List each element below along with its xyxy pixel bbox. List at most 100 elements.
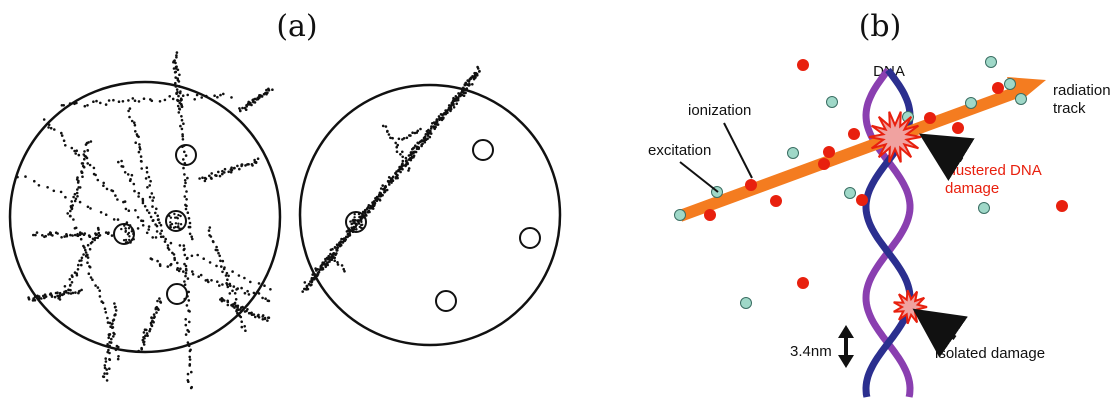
track-dot bbox=[415, 146, 419, 149]
track-dot bbox=[150, 99, 154, 103]
track-dot bbox=[310, 276, 314, 280]
track-dot bbox=[314, 267, 317, 270]
track-dot bbox=[234, 298, 238, 301]
track-dot bbox=[76, 234, 80, 238]
track-dot bbox=[184, 264, 188, 268]
track-dot bbox=[104, 360, 108, 363]
track-dot bbox=[349, 229, 353, 232]
track-dot bbox=[53, 295, 57, 299]
track-dot bbox=[354, 219, 357, 222]
track-dot bbox=[249, 280, 252, 284]
ionization-event bbox=[770, 195, 782, 207]
track-dot bbox=[188, 310, 191, 313]
track-dot bbox=[401, 150, 404, 154]
track-dot bbox=[70, 281, 74, 284]
track-dot bbox=[151, 236, 154, 239]
track-dot bbox=[183, 262, 186, 266]
track-dot bbox=[96, 178, 100, 182]
track-dot bbox=[424, 133, 428, 136]
track-dot bbox=[351, 222, 354, 225]
track-dot bbox=[76, 195, 79, 198]
track-dot bbox=[177, 94, 180, 98]
track-dot bbox=[184, 323, 188, 327]
track-dot bbox=[243, 276, 246, 280]
track-dot bbox=[230, 166, 233, 169]
track-dot bbox=[243, 291, 247, 295]
track-dot bbox=[124, 230, 127, 233]
track-dot bbox=[121, 165, 125, 168]
track-dot bbox=[108, 367, 111, 371]
track-dot bbox=[67, 291, 70, 295]
track-dot bbox=[395, 173, 399, 177]
track-dot bbox=[86, 243, 90, 247]
track-dot bbox=[128, 115, 131, 119]
track-dot bbox=[181, 133, 184, 136]
track-dot bbox=[177, 111, 181, 114]
track-dot bbox=[80, 288, 83, 292]
track-dot bbox=[257, 292, 261, 295]
track-dot bbox=[324, 259, 327, 263]
track-dot bbox=[150, 323, 153, 327]
track-dot bbox=[387, 176, 391, 179]
track-dot bbox=[60, 131, 63, 135]
track-dot bbox=[423, 140, 427, 144]
track-dot bbox=[148, 195, 152, 199]
track-dot bbox=[364, 210, 367, 214]
track-dot bbox=[442, 116, 445, 120]
track-dot bbox=[102, 184, 105, 187]
track-dot bbox=[238, 167, 241, 171]
excitation-pointer bbox=[679, 161, 719, 193]
track-dot bbox=[181, 145, 184, 148]
track-dot bbox=[184, 318, 187, 321]
track-dot bbox=[311, 273, 315, 276]
track-dot bbox=[147, 211, 151, 215]
track-dot bbox=[179, 267, 182, 271]
track-dot bbox=[111, 326, 114, 330]
track-dot bbox=[128, 224, 132, 227]
track-dot bbox=[183, 163, 187, 166]
track-dot bbox=[158, 221, 161, 225]
track-dot bbox=[169, 225, 172, 228]
track-dot bbox=[117, 160, 120, 164]
track-dot bbox=[188, 232, 192, 236]
track-dot bbox=[132, 232, 135, 236]
track-dot bbox=[174, 85, 178, 88]
track-dot bbox=[473, 71, 476, 75]
track-dot bbox=[168, 95, 171, 98]
track-dot bbox=[347, 229, 350, 232]
track-dot bbox=[67, 288, 70, 292]
track-dot bbox=[80, 171, 84, 174]
track-dot bbox=[444, 109, 447, 112]
track-dot bbox=[316, 268, 320, 271]
excitation-label: excitation bbox=[648, 142, 711, 159]
track-dot bbox=[387, 133, 391, 136]
track-dot bbox=[77, 263, 80, 267]
track-dot bbox=[152, 316, 156, 320]
track-dot bbox=[24, 175, 27, 178]
track-dot bbox=[50, 295, 54, 298]
track-dot bbox=[426, 134, 430, 137]
track-dot bbox=[449, 106, 453, 109]
track-dot bbox=[158, 297, 161, 300]
track-dot bbox=[235, 288, 238, 291]
track-dot bbox=[388, 183, 391, 186]
track-dot bbox=[174, 216, 177, 219]
track-dot bbox=[157, 308, 160, 312]
track-dot bbox=[142, 343, 146, 346]
track-dot bbox=[238, 109, 242, 112]
track-dot bbox=[85, 156, 89, 160]
track-dot bbox=[190, 370, 193, 374]
track-dot bbox=[246, 289, 249, 293]
track-dot bbox=[219, 259, 222, 263]
track-dot bbox=[271, 88, 274, 91]
track-dot bbox=[44, 295, 48, 298]
track-dot bbox=[179, 102, 183, 106]
track-dot bbox=[183, 179, 187, 182]
track-dot bbox=[158, 264, 162, 268]
track-dot bbox=[86, 261, 89, 265]
track-dot bbox=[421, 142, 424, 145]
track-dot bbox=[222, 267, 226, 271]
track-dot bbox=[147, 225, 151, 228]
track-dot bbox=[116, 198, 119, 201]
track-dot bbox=[145, 209, 149, 212]
